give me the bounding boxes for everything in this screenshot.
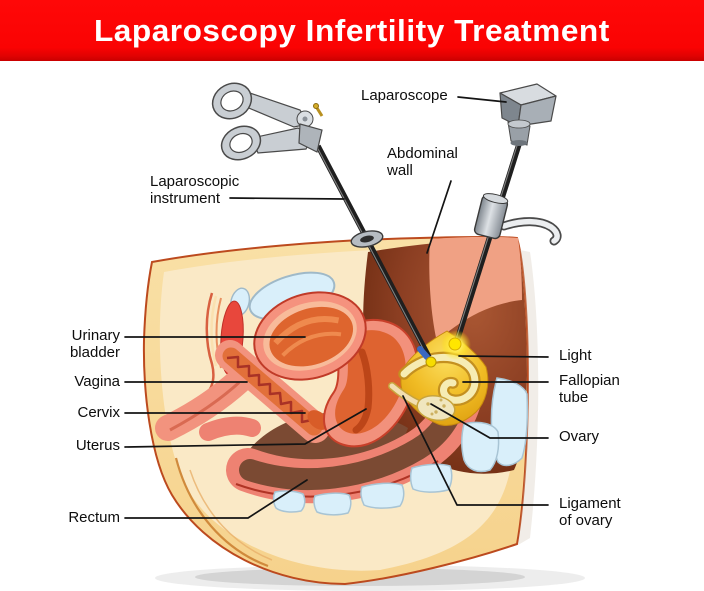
leader-uterus bbox=[124, 408, 367, 448]
bladder-shape bbox=[253, 291, 367, 381]
label-laparoscope: Laparoscope bbox=[361, 87, 448, 104]
leader-light bbox=[458, 355, 549, 358]
label-fallopian-tube: Fallopian tube bbox=[559, 372, 620, 406]
gas-tube bbox=[499, 217, 562, 246]
leader-ovary bbox=[430, 403, 549, 439]
label-ligament-of-ovary: Ligament of ovary bbox=[559, 495, 621, 529]
instrument-port-pin bbox=[315, 107, 324, 117]
label-light: Light bbox=[559, 347, 592, 364]
fallopian-tube-shape bbox=[398, 351, 481, 406]
laparoscopic-instrument-tool bbox=[211, 82, 437, 368]
page-title: Laparoscopy Infertility Treatment bbox=[94, 12, 610, 48]
instrument-tip-band bbox=[417, 346, 430, 360]
label-ovary: Ovary bbox=[559, 428, 600, 445]
leader-laparoscopic-instrument bbox=[229, 197, 345, 200]
label-cervix: Cervix bbox=[77, 404, 120, 421]
vagina-shape bbox=[155, 340, 330, 443]
leader-lines bbox=[124, 96, 549, 519]
skin-creases bbox=[174, 457, 273, 568]
laparoscope-tool bbox=[441, 83, 562, 360]
label-rectum: Rectum bbox=[68, 509, 120, 526]
light-glow bbox=[441, 330, 471, 360]
ovary-shape bbox=[416, 394, 456, 422]
laparoscope-camera-head bbox=[499, 83, 557, 146]
instrument-trocar-ring bbox=[350, 230, 384, 248]
sacrum-bones bbox=[272, 377, 529, 516]
label-laparoscopic-instrument: Laparoscopic instrument bbox=[150, 173, 240, 207]
title-banner: Laparoscopy Infertility Treatment bbox=[0, 0, 704, 61]
leader-ligament-of-ovary bbox=[402, 395, 549, 506]
label-abdominal-wall: Abdominal wall bbox=[387, 145, 458, 179]
leader-abdominal-wall bbox=[426, 180, 452, 254]
leader-laparoscope bbox=[457, 96, 507, 103]
label-urinary-bladder: Urinary bladder bbox=[69, 327, 120, 361]
instrument-handles bbox=[211, 82, 324, 161]
instrument-tip bbox=[425, 356, 437, 368]
leader-rectum bbox=[124, 479, 308, 519]
label-uterus: Uterus bbox=[75, 437, 120, 454]
laparoscope-trocar bbox=[473, 193, 509, 240]
label-vagina: Vagina bbox=[74, 373, 120, 390]
